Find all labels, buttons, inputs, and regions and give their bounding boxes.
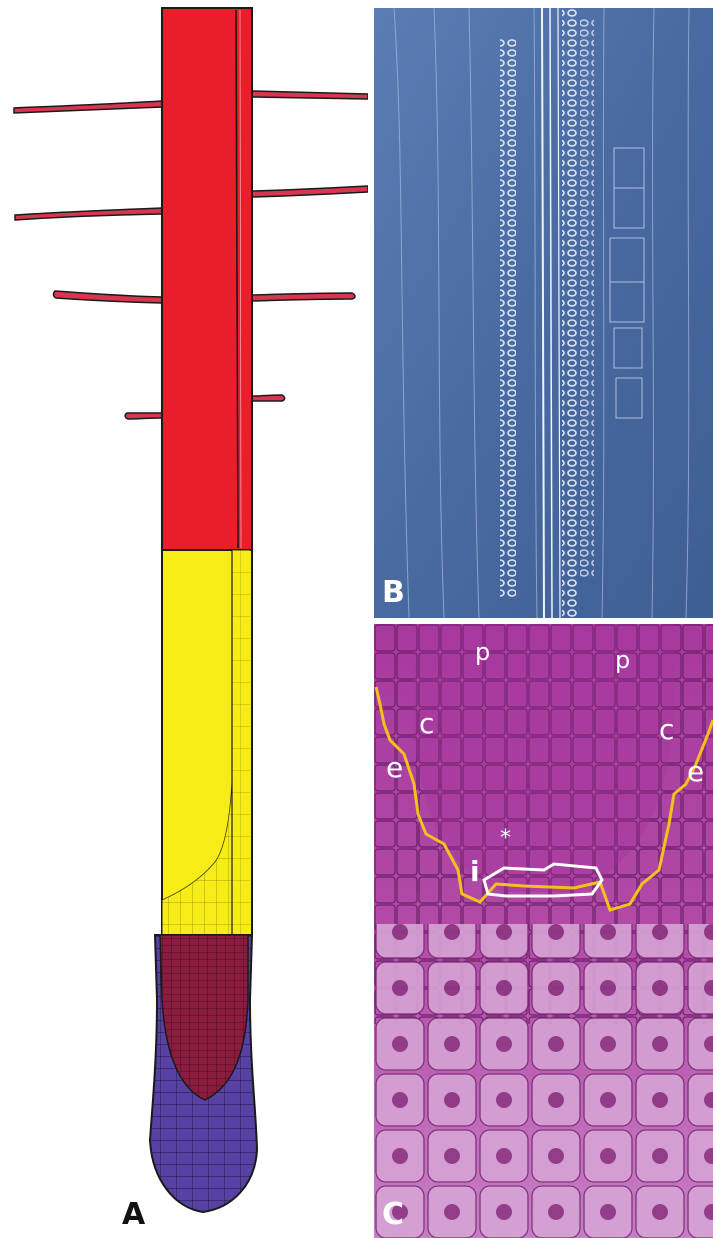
label-c-right: c (659, 716, 674, 744)
label-asterisk: * (500, 828, 511, 850)
label-e-right: e (687, 758, 704, 786)
panel-b-micrograph: B (374, 8, 713, 618)
label-c-left: c (419, 710, 434, 738)
root-diagram-svg (0, 0, 368, 1238)
label-i: i (470, 858, 480, 886)
micrograph-b-svg (374, 8, 713, 618)
label-p-right: p (615, 648, 630, 672)
label-e-left: e (386, 754, 403, 782)
panel-letter-b: B (382, 578, 405, 608)
lateral-roots-left (14, 101, 162, 419)
panel-c-micrograph: p p c c e e * i C (374, 624, 713, 1238)
label-p-left: p (475, 640, 490, 664)
panel-a-root-diagram: A (0, 0, 368, 1238)
panel-letter-a: A (122, 1200, 145, 1230)
lateral-roots-right (252, 91, 368, 401)
panel-letter-c: C (382, 1200, 404, 1230)
